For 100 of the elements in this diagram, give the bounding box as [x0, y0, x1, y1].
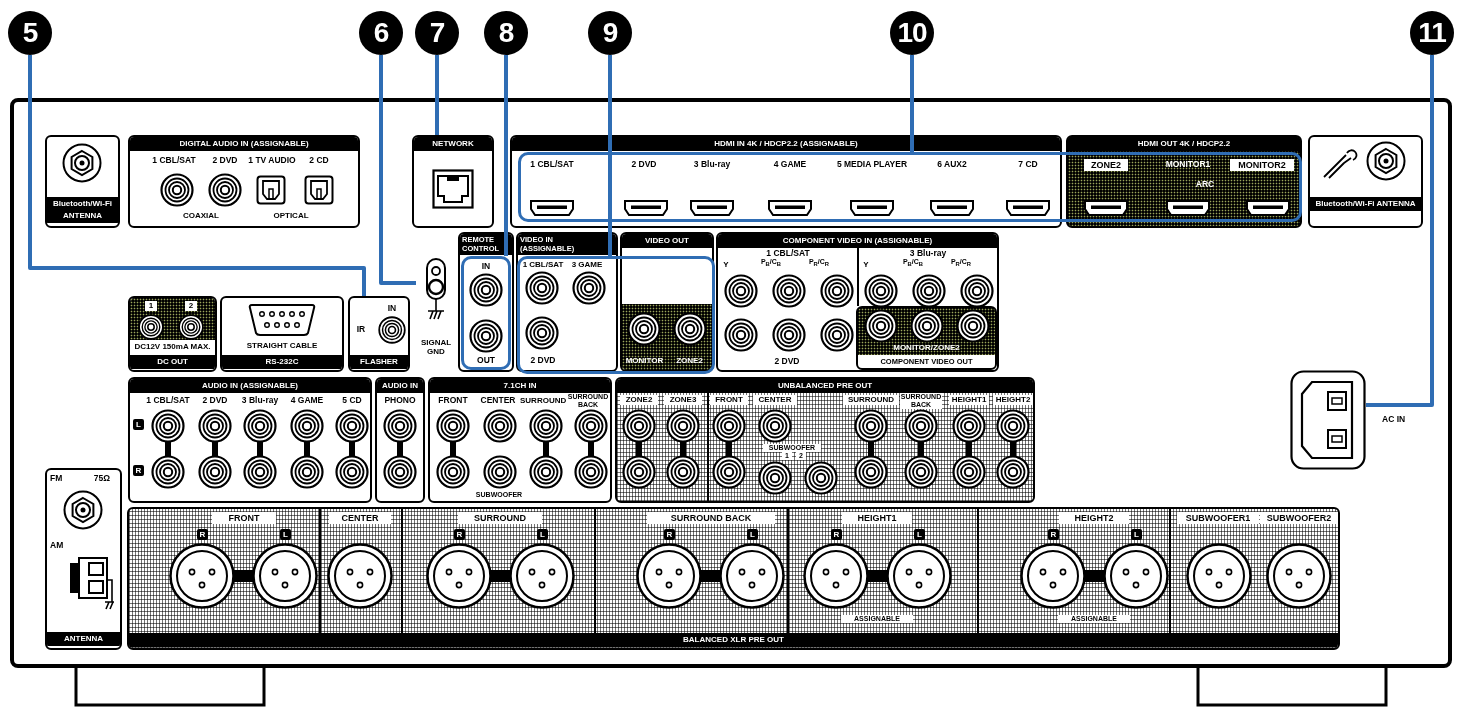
jack-label: IN [386, 303, 398, 313]
connector-panel [510, 135, 1062, 228]
jack-label: HEIGHT2 [1059, 512, 1129, 524]
callout-number: 8 [484, 11, 528, 55]
jack-label: 7 CD [1017, 159, 1039, 169]
jack-label: STRAIGHT CABLE [245, 341, 319, 350]
jack-label: SURROUND [520, 396, 566, 405]
leader-line [504, 55, 508, 256]
panel-title: COMPONENT VIDEO IN (ASSIGNABLE) [718, 234, 997, 248]
panel-title: DIGITAL AUDIO IN (ASSIGNABLE) [130, 137, 358, 151]
jack-label: AM [50, 540, 65, 550]
callout-number: 7 [415, 11, 459, 55]
connector-panel [615, 377, 1035, 503]
jack-label: 4 GAME [772, 159, 808, 169]
jack-label: 4 GAME [289, 395, 325, 405]
connector-panel [516, 232, 618, 372]
jack-label: 2 DVD [529, 355, 557, 365]
jack-label: 6 AUX2 [936, 159, 968, 169]
jack-label: SUBWOOFER1 [1177, 512, 1259, 524]
jack-label: R [664, 529, 675, 540]
jack-label: ZONE2 [1084, 159, 1128, 171]
jack-label: SUBWOOFER2 [1260, 512, 1338, 524]
panel-title: AUDIO IN (ASSIGNABLE) [130, 379, 370, 393]
connector-panel [128, 377, 372, 503]
connector-panel [128, 135, 360, 228]
jack-label: L [1131, 529, 1142, 540]
jack-label: 75Ω [92, 473, 112, 483]
panel-title: ANTENNA [47, 632, 120, 646]
jack-label: MONITOR1 [1164, 159, 1212, 169]
jack-label: OPTICAL [272, 211, 310, 220]
connector-panel [45, 135, 120, 228]
jack-label: ZONE3 [664, 395, 702, 405]
jack-label: 1 CBL/SAT [145, 395, 191, 405]
jack-label: 3 GAME [570, 260, 604, 269]
jack-label: IN [480, 261, 492, 271]
callout-number: 9 [588, 11, 632, 55]
jack-label: HEIGHT1 [949, 395, 989, 405]
connector-panel [716, 232, 999, 372]
connector-panel [1066, 135, 1302, 228]
jack-label: 2 DVD [630, 159, 658, 169]
jack-label: 3 Blu-ray [692, 159, 732, 169]
highlight-outline [517, 256, 715, 374]
jack-label: SURROUND [458, 512, 542, 524]
panel-title: FLASHER [350, 355, 408, 369]
leader-line [608, 55, 612, 256]
panel-title: VIDEO OUT [622, 234, 712, 248]
panel-title: Bluetooth/Wi-Fi ANTENNA [1310, 197, 1421, 211]
jack-label: FRONT [437, 395, 469, 405]
highlight-outline [518, 152, 1302, 222]
connector-panel [220, 296, 344, 372]
panel-title: DC OUT [130, 355, 215, 369]
connector-panel [620, 232, 714, 372]
jack-label: 1 CBL/SAT [765, 248, 811, 258]
jack-label: 1 [145, 301, 157, 311]
jack-label: R [1048, 529, 1059, 540]
jack-label: SURROUND [843, 395, 899, 405]
jack-label: 5 CD [341, 395, 363, 405]
jack-label: ZONE2 [675, 356, 704, 365]
jack-label: Y [722, 260, 730, 269]
leader-line [910, 55, 914, 152]
jack-label: SURROUND BACK [647, 512, 775, 524]
panel-title: AUDIO IN [377, 379, 423, 393]
panel-title: RS-232C [222, 355, 342, 369]
jack-label: CENTER [329, 512, 391, 524]
connector-panel [45, 468, 122, 650]
connector-panel [458, 232, 514, 372]
panel-title: UNBALANCED PRE OUT [617, 379, 1033, 393]
jack-label: 3 Blu-ray [240, 395, 280, 405]
jack-label: OUT [476, 355, 496, 365]
jack-label: 2 CD [308, 155, 330, 165]
jack-label: ZONE2 [620, 395, 658, 405]
connector-panel [375, 377, 425, 503]
jack-label: HEIGHT2 [993, 395, 1033, 405]
connector-panel [348, 296, 410, 372]
jack-label: Y [862, 260, 870, 269]
leader-line [435, 55, 439, 135]
jack-label: 1 TV AUDIO [247, 155, 297, 165]
jack-label: SIGNAL GND [419, 338, 453, 356]
jack-label: R [197, 529, 208, 540]
jack-label: 2 DVD [773, 356, 801, 366]
jack-label: AC IN [1382, 414, 1406, 424]
jack-label: PHONO [383, 395, 417, 405]
connector-panel [412, 135, 494, 228]
jack-label: MONITOR/ZONE2 [892, 343, 961, 352]
panel-title: 7.1CH IN [430, 379, 610, 393]
jack-label: 3 Blu-ray [908, 248, 948, 258]
callout-number: 6 [359, 11, 403, 55]
jack-label: 1 CBL/SAT [151, 155, 197, 165]
jack-label: L [914, 529, 925, 540]
jack-label: 1 CBL/SAT [521, 260, 565, 269]
connector-panel [1308, 135, 1423, 228]
connector-panel [128, 296, 217, 372]
jack-label: COAXIAL [182, 211, 220, 220]
jack-label: 1 CBL/SAT [529, 159, 575, 169]
jack-label: CENTER [479, 395, 517, 405]
jack-label: R [454, 529, 465, 540]
jack-label: CENTER [753, 395, 797, 405]
jack-label: 2 DVD [211, 155, 239, 165]
jack-label: ARC [1194, 179, 1216, 189]
jack-label: DC12V 150mA MAX. [133, 342, 212, 351]
